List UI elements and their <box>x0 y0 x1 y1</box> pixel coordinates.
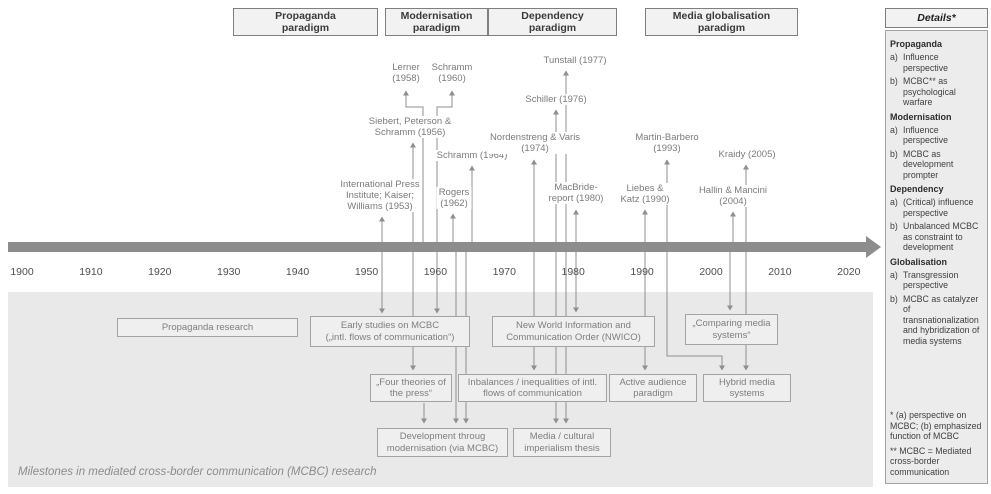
research-box: Propaganda research <box>117 318 298 337</box>
research-box: Development throug modernisation (via MC… <box>377 428 508 457</box>
year-label: 1930 <box>217 266 241 278</box>
details-item: a) Influence perspective <box>890 125 983 146</box>
milestone-label: Lerner (1958) <box>390 62 422 84</box>
milestone-label: Liebes & Katz (1990) <box>618 183 672 205</box>
details-item: a) Transgression perspective <box>890 270 983 291</box>
details-item: b) Unbalanced MCBC as constraint to devel… <box>890 221 983 253</box>
details-item-text: (Critical) influence perspective <box>903 197 974 218</box>
details-section-heading: Globalisation <box>890 256 948 267</box>
year-label: 1910 <box>79 266 103 278</box>
research-box: Inbalances / inequalities of intl. flows… <box>458 374 607 402</box>
year-label: 1940 <box>285 266 310 278</box>
milestone-label: Schramm (1960) <box>429 62 475 84</box>
details-spacer <box>890 346 983 406</box>
details-item-marker: a) <box>890 197 898 207</box>
details-section-heading: Dependency <box>890 184 944 194</box>
year-label: 1980 <box>561 266 585 278</box>
research-box: Early studies on MCBC („intl. flows of c… <box>310 316 470 347</box>
milestone-label: MacBride- report (1980) <box>546 182 606 204</box>
milestone-label: Siebert, Peterson & Schramm (1956) <box>366 116 454 138</box>
research-box: Media / cultural imperialism thesis <box>513 428 611 457</box>
milestone-label: Schiller (1976) <box>523 94 589 105</box>
details-item-text: Influence perspective <box>903 52 948 73</box>
details-item-text: MCBC as catalyzer of transnationalizatio… <box>903 293 980 346</box>
details-item-marker: a) <box>890 124 898 135</box>
milestone-label: Hallin & Mancini (2004) <box>696 185 770 207</box>
connector-arrow <box>403 90 424 242</box>
details-item-marker: a) <box>890 52 898 62</box>
year-label: 1950 <box>354 266 379 278</box>
year-label: 2020 <box>837 266 861 278</box>
paradigm-box: Media globalisation paradigm <box>645 8 798 36</box>
research-box: Active audience paradigm <box>609 374 697 402</box>
research-box: „Comparing media systems“ <box>685 314 778 345</box>
details-item-marker: a) <box>890 269 898 280</box>
milestone-label: Nordenstreng & Varis (1974) <box>487 132 583 154</box>
figure-caption: Milestones in mediated cross-border comm… <box>18 466 377 478</box>
details-item-marker: b) <box>890 221 898 231</box>
connector-arrow <box>436 90 455 242</box>
milestone-label: Tunstall (1977) <box>541 55 609 66</box>
paradigm-box: Dependency paradigm <box>488 8 617 36</box>
details-item: b) MCBC as development prompter <box>890 149 983 181</box>
milestone-label: Schramm (1964) <box>434 150 510 161</box>
year-label: 1970 <box>492 266 516 278</box>
milestone-label: Rogers (1962) <box>436 187 472 209</box>
details-item-marker: b) <box>890 148 898 159</box>
timeline-arrowhead-icon <box>866 236 881 258</box>
details-item: b) MCBC as catalyzer of transnationalizat… <box>890 294 983 347</box>
details-item-text: Transgression perspective <box>903 269 959 291</box>
details-item: b) MCBC** as psychological warfare <box>890 76 983 108</box>
details-item-marker: b) <box>890 293 898 304</box>
milestone-label: International Press Institute; Kaiser; W… <box>338 179 422 212</box>
details-item: a) Influence perspective <box>890 52 983 73</box>
details-section-heading: Modernisation <box>890 111 952 122</box>
paradigm-box: Propaganda paradigm <box>233 8 378 36</box>
details-panel: Propaganda a) Influence perspective b) MCBC*… <box>885 30 988 484</box>
details-item-marker: b) <box>890 76 898 86</box>
details-item-text: MCBC** as psychological warfare <box>903 76 956 107</box>
milestone-label: Martin-Barbero (1993) <box>633 132 701 154</box>
research-box: Hybrid media systems <box>703 374 791 402</box>
year-label: 2000 <box>699 266 723 278</box>
timeline-axis <box>8 242 866 252</box>
year-label: 1990 <box>630 266 654 278</box>
details-item: a) (Critical) influence perspective <box>890 197 983 218</box>
milestone-label: Kraidy (2005) <box>716 149 778 160</box>
year-label: 2010 <box>768 266 792 278</box>
connector-arrow <box>666 252 725 371</box>
details-footnote: ** MCBC = Mediated cross-border communic… <box>890 445 972 477</box>
year-label: 1920 <box>148 266 172 278</box>
research-box: New World Information and Communication … <box>492 316 655 347</box>
research-box: „Four theories of the press“ <box>370 374 452 402</box>
details-section-heading: Propaganda <box>890 39 943 49</box>
details-item-text: MCBC as development prompter <box>903 148 954 180</box>
details-footnote: * (a) perspective on MCBC; (b) emphasize… <box>890 410 982 441</box>
paradigm-box: Modernisation paradigm <box>385 8 488 36</box>
details-item-text: Unbalanced MCBC as constraint to develop… <box>903 221 979 252</box>
details-item-text: Influence perspective <box>903 124 948 146</box>
year-label: 1900 <box>10 266 34 278</box>
year-label: 1960 <box>423 266 448 278</box>
details-panel-title: Details* <box>885 8 988 28</box>
